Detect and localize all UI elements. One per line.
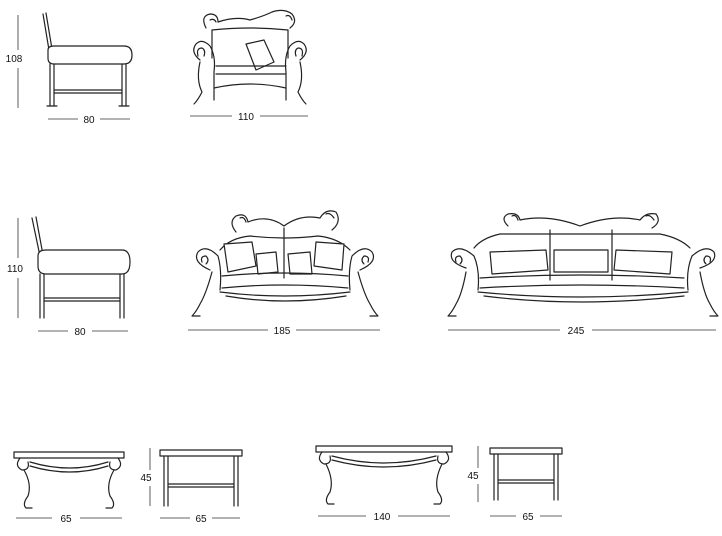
two-seat-sofa-front-view <box>191 210 379 317</box>
large-table-side-width-label: 65 <box>522 512 534 523</box>
two-seat-sofa-width-dimension: 185 <box>188 326 380 337</box>
three-seat-sofa-front-view <box>447 213 719 317</box>
small-table-height-dimension: 45 <box>140 448 152 506</box>
small-table-side-width-label: 65 <box>195 514 207 525</box>
small-table-side-width-dimension: 65 <box>160 514 240 525</box>
small-table-side-view <box>159 449 243 507</box>
armchair-side-height-label: 108 <box>6 54 23 65</box>
sofa-side-height-dimension: 110 <box>7 218 23 318</box>
armchair-side-width-dimension: 80 <box>48 115 130 126</box>
armchair-front-view <box>193 9 307 105</box>
large-table-front-view <box>315 445 453 505</box>
three-seat-sofa-width-dimension: 245 <box>448 326 716 337</box>
small-table-height-label: 45 <box>140 473 152 484</box>
three-seat-sofa-width-label: 245 <box>568 326 585 337</box>
two-seat-sofa-width-label: 185 <box>274 326 291 337</box>
large-table-side-view <box>489 447 563 501</box>
small-table-front-view <box>13 451 125 509</box>
sofa-side-width-label: 80 <box>74 327 86 338</box>
armchair-front-width-dimension: 110 <box>190 112 308 123</box>
small-table-front-width-dimension: 65 <box>16 514 122 525</box>
armchair-side-width-label: 80 <box>83 115 95 126</box>
sofa-side-width-dimension: 80 <box>38 327 128 338</box>
large-table-front-width-label: 140 <box>374 512 391 523</box>
sofa-side-view <box>31 216 131 319</box>
armchair-front-width-label: 110 <box>238 112 254 123</box>
armchair-side-height-dimension: 108 <box>6 15 23 108</box>
armchair-side-view <box>42 12 133 107</box>
sofa-side-height-label: 110 <box>7 264 23 275</box>
large-table-front-width-dimension: 140 <box>318 512 450 523</box>
large-table-height-label: 45 <box>467 471 479 482</box>
large-table-side-width-dimension: 65 <box>490 512 562 523</box>
small-table-front-width-label: 65 <box>60 514 72 525</box>
large-table-height-dimension: 45 <box>467 446 479 502</box>
